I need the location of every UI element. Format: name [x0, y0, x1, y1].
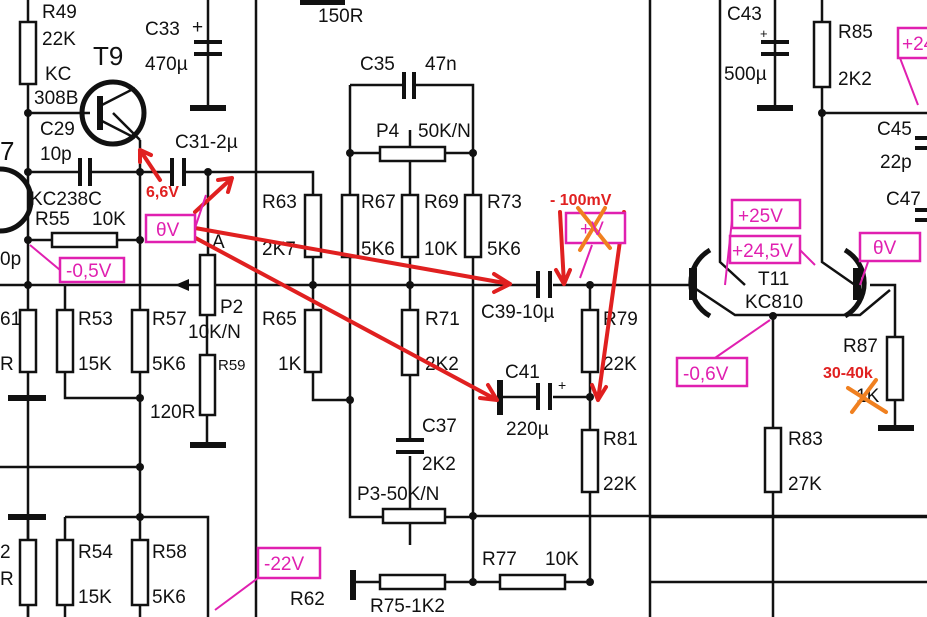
- r58-ref: R58: [152, 542, 187, 563]
- r83-ref: R83: [788, 429, 823, 450]
- arrow-left-icon: [175, 279, 189, 291]
- c41-value: 220µ: [506, 419, 549, 440]
- r83-value: 27K: [788, 474, 822, 495]
- p2-value: 10K/N: [188, 322, 241, 343]
- r54-ref: R54: [78, 542, 113, 563]
- c29-ref: C29: [40, 119, 75, 140]
- r67-value: 5K6: [361, 239, 395, 260]
- r81-ref: R81: [603, 429, 638, 450]
- r53-ref: R53: [78, 309, 113, 330]
- capacitors: [78, 40, 927, 456]
- junctions: [24, 109, 826, 586]
- r59-ref: R59: [218, 357, 246, 374]
- r55-value: 10K: [92, 209, 126, 230]
- r49-value: 22K: [42, 29, 76, 50]
- annotation-100mv: - 100mV: [550, 192, 612, 209]
- c43-value: 500µ: [724, 64, 767, 85]
- r65-ref: R65: [262, 309, 297, 330]
- tag-r55: -0,5V: [66, 261, 112, 282]
- t11-ref: T11: [758, 269, 789, 290]
- r75-ref: R75-1K2: [370, 596, 445, 617]
- r53-value: 15K: [78, 354, 112, 375]
- r71-value: 2K2: [425, 354, 459, 375]
- c41-plus: +: [558, 377, 566, 393]
- r85-value: 2K2: [838, 69, 872, 90]
- r57-ref: R57: [152, 309, 187, 330]
- c39-ref: C39-10µ: [481, 302, 554, 323]
- tag-t11-emitter2: +24,5V: [732, 241, 793, 262]
- r71-ref: R71: [425, 309, 460, 330]
- r65-value: 1K: [278, 354, 302, 375]
- t7-ref: 7: [0, 136, 14, 166]
- t7-type: KC238C: [30, 189, 102, 210]
- r69-ref: R69: [424, 192, 459, 213]
- r55-ref: R55: [35, 209, 70, 230]
- tag-t11-emitter: -0,6V: [683, 364, 729, 385]
- r49-ref: R49: [42, 2, 77, 23]
- resistors: [18, 20, 905, 607]
- tag-t9-out: θV: [156, 220, 180, 241]
- voltage-tags: -0,5V θV +V +25V +24,5V -0,6V θV +24 -22…: [29, 26, 927, 611]
- r63-ref: R63: [262, 192, 297, 213]
- c37-value: 2K2: [422, 454, 456, 475]
- strike-c39-tag: [576, 206, 612, 252]
- r61-value: R: [0, 354, 14, 375]
- tag-t11-collector: +25V: [738, 206, 783, 227]
- t9-ref: T9: [93, 41, 123, 71]
- r73-ref: R73: [487, 192, 522, 213]
- tag-top-right: +24: [902, 34, 927, 55]
- c43-plus: +: [760, 26, 768, 41]
- tag-negative-supply: -22V: [264, 554, 304, 575]
- t11-type: KC810: [745, 292, 803, 313]
- annotation-r87-new: 30-40k: [823, 365, 873, 382]
- r62-ref: R62: [290, 589, 325, 610]
- strike-r87-value: [846, 378, 888, 414]
- r58-value: 5K6: [152, 587, 186, 608]
- r61-ref: 61: [0, 309, 21, 330]
- r77-value: 10K: [545, 549, 579, 570]
- c33-plus: +: [192, 17, 203, 38]
- c43-ref: C43: [727, 4, 762, 25]
- r87-ref: R87: [843, 336, 878, 357]
- c45-ref: C45: [877, 119, 912, 140]
- transistors: [0, 79, 867, 319]
- c33-value: 470µ: [145, 54, 188, 75]
- c29-value: 10p: [40, 144, 72, 165]
- r59-value: 120R: [150, 402, 195, 423]
- r150-value: 150R: [318, 6, 363, 27]
- tag-t11-base2: θV: [873, 238, 897, 259]
- annotation-6v6: 6,6V: [146, 184, 179, 201]
- p4-ref: P4: [376, 121, 400, 142]
- t9-type2: 308B: [34, 88, 78, 109]
- c31-ref: C31-2µ: [175, 132, 238, 153]
- r57-value: 5K6: [152, 354, 186, 375]
- c35-ref: C35: [360, 54, 395, 75]
- c45-value: 22p: [880, 152, 912, 173]
- c33-ref: C33: [145, 19, 180, 40]
- r85-ref: R85: [838, 22, 873, 43]
- annotations: 6,6V - 100mV 30-40k: [146, 184, 888, 414]
- c47-ref: C47: [886, 189, 921, 210]
- t9-type: KC: [45, 64, 71, 85]
- r77-ref: R77: [482, 549, 517, 570]
- c35-value: 47n: [425, 54, 457, 75]
- p2-ref: P2: [220, 297, 243, 318]
- r62a-ref: 2: [0, 542, 11, 563]
- c37-ref: C37: [422, 416, 457, 437]
- p3-ref: P3-50K/N: [357, 484, 439, 505]
- r81-value: 22K: [603, 474, 637, 495]
- r54-value: 15K: [78, 587, 112, 608]
- c41-ref: C41: [505, 362, 540, 383]
- r73-value: 5K6: [487, 239, 521, 260]
- r79-value: 22K: [603, 354, 637, 375]
- p4-value: 50K/N: [418, 121, 471, 142]
- r67-ref: R67: [361, 192, 396, 213]
- tag-c39: +V: [580, 219, 604, 240]
- ground-symbols: [8, 0, 914, 600]
- r69-value: 10K: [424, 239, 458, 260]
- t7-cap: 0p: [0, 249, 21, 270]
- r62a-value: R: [0, 569, 14, 590]
